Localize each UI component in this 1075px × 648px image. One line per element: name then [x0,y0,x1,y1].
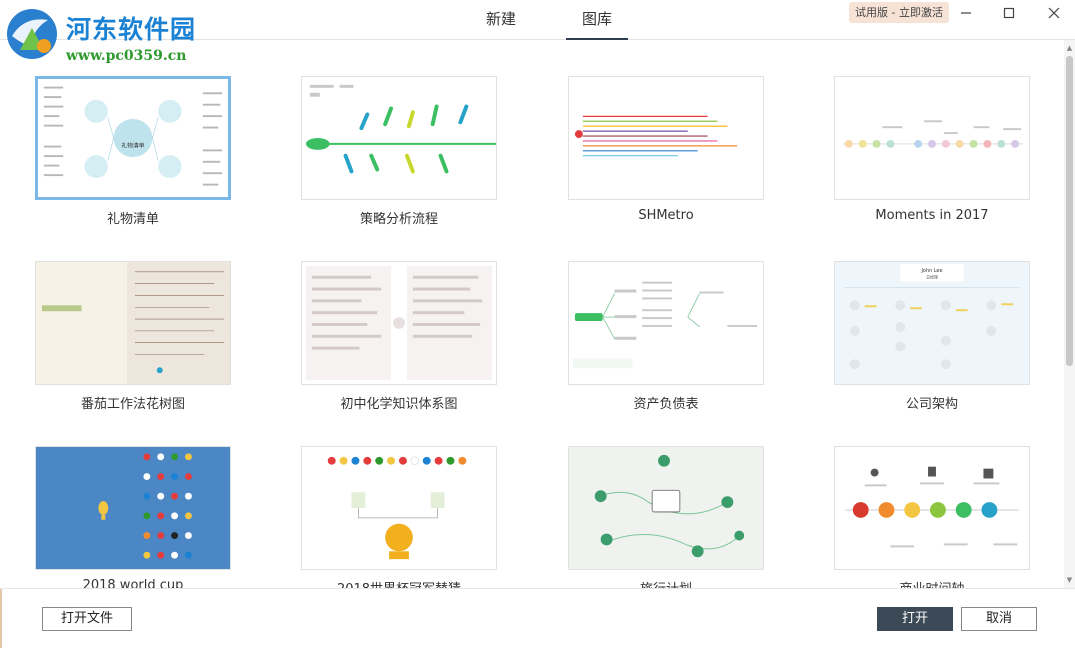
company-org-preview: John Lee 总经理 [835,262,1029,384]
template-thumbnail-world-cup[interactable] [35,446,231,570]
business-timeline-preview [844,466,1020,548]
template-card[interactable]: 商业时间轴 [834,446,1030,588]
template-thumbnail-travel-plan[interactable] [568,446,764,570]
dialog-footer: 打开文件 打开 取消 [0,588,1075,648]
template-label: 旅行计划 [568,578,764,588]
template-card[interactable]: 旅行计划 [568,446,764,588]
template-label: 2018 world cup [82,578,184,588]
template-label: 商业时间轴 [834,578,1030,588]
template-label: 初中化学知识体系图 [340,397,458,412]
template-label: 策略分析流程 [359,212,438,227]
template-card[interactable]: 初中化学知识体系图 [301,261,497,412]
template-thumbnail-business-timeline[interactable] [834,446,1030,570]
template-label: Moments in 2017 [875,208,989,223]
scroll-up-icon[interactable]: ▲ [1066,44,1073,52]
footer-accent-bar [0,589,2,648]
tab-new[interactable]: 新建 [486,10,517,28]
maximize-icon[interactable] [997,4,1021,22]
template-label: 2018世界杯冠军替猜 [301,578,497,588]
template-card[interactable]: 礼物清单 礼物清单 [35,76,231,227]
template-thumbnail-balance-sheet[interactable] [568,261,764,385]
template-card[interactable]: Moments in 2017 [834,76,1030,223]
template-card[interactable]: 2018世界杯冠军替猜 [301,446,497,588]
template-label: 资产负债表 [633,397,699,412]
template-thumbnail-shmetro[interactable] [568,76,764,200]
gallery-scrollbar[interactable]: ▲ ▼ [1064,40,1075,588]
scrollbar-thumb[interactable] [1066,56,1073,366]
template-label: 礼物清单 [106,212,159,227]
chemistry-preview [305,265,493,381]
pomodoro-preview [36,262,230,384]
template-card[interactable]: 资产负债表 [568,261,764,412]
shmetro-preview [574,115,738,157]
open-button[interactable]: 打开 [877,607,953,631]
template-label: 番茄工作法花树图 [80,397,185,412]
minimize-icon[interactable] [954,4,978,22]
watermark-logo-icon [4,6,60,64]
moments-preview [842,120,1024,148]
watermark-site-url: www.pc0359.cn [66,48,187,64]
template-thumbnail-company-org[interactable]: John Lee 总经理 [834,261,1030,385]
template-thumbnail-pomodoro[interactable] [35,261,231,385]
open-file-button[interactable]: 打开文件 [42,607,132,631]
template-thumbnail-strategy[interactable] [301,76,497,200]
org-chart-subtitle-text: 总经理 [926,275,938,280]
template-gallery: 礼物清单 礼物清单 [0,40,1064,588]
close-icon[interactable] [1042,4,1066,22]
tab-bar: 新建 图库 [470,0,662,40]
template-thumbnail-world-cup-champion[interactable] [301,446,497,570]
gift-center-text: 礼物清单 [121,142,144,150]
template-thumbnail-chemistry[interactable] [301,261,497,385]
scroll-down-icon[interactable]: ▼ [1066,576,1073,584]
balance-sheet-preview [572,281,758,369]
template-card[interactable]: SHMetro [568,76,764,223]
template-thumbnail-moments[interactable] [834,76,1030,200]
trial-activate-badge[interactable]: 试用版 - 立即激活 [849,2,949,23]
template-card[interactable]: 2018 world cup [35,446,231,588]
cancel-button[interactable]: 取消 [961,607,1037,631]
tab-gallery[interactable]: 图库 [566,0,629,40]
travel-plan-preview [569,447,763,569]
template-card[interactable]: 策略分析流程 [301,76,497,227]
template-label: 公司架构 [905,397,958,412]
org-chart-title-text: John Lee [920,268,942,274]
world-cup-champion-preview [327,456,467,560]
title-bar: 河东软件园 新建 图库 试用版 - 立即激活 [0,0,1075,59]
watermark-site-name: 河东软件园 [66,15,197,44]
world-cup-preview [36,447,230,569]
template-card[interactable]: John Lee 总经理 公司架构 [834,261,1030,412]
template-thumbnail-gift-list[interactable]: 礼物清单 [35,76,231,200]
template-label: SHMetro [638,208,694,223]
strategy-preview [305,84,496,174]
template-card[interactable]: 番茄工作法花树图 [35,261,231,412]
gift-list-preview: 礼物清单 [43,86,223,186]
